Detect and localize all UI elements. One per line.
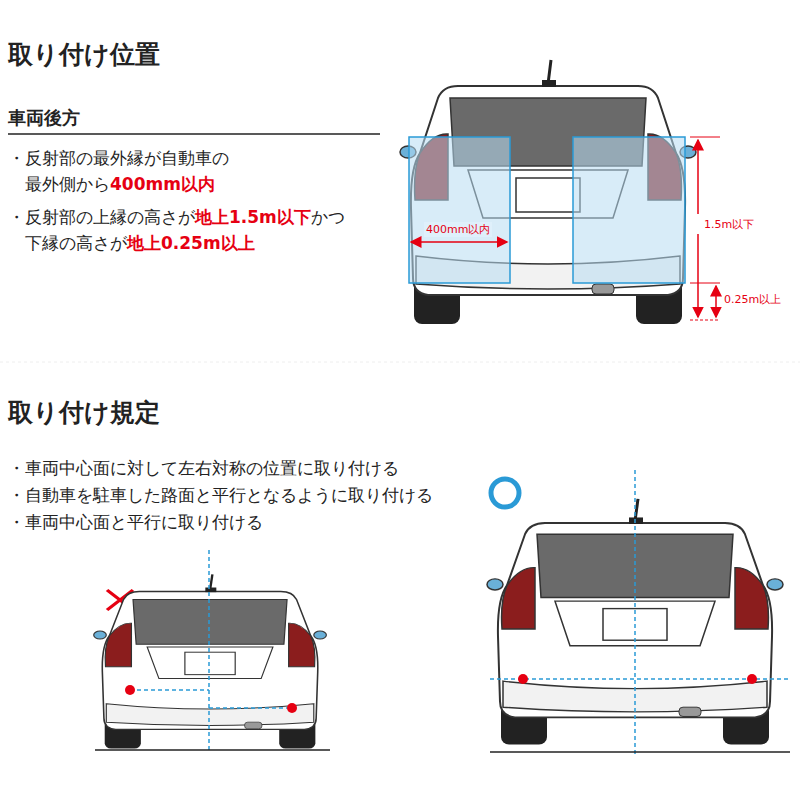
dimension-label: 1.5m以下 — [702, 217, 756, 232]
bullet-text: ・反射部の最外縁が自動車の — [8, 148, 229, 168]
bullet-line: ・反射部の上縁の高さが地上1.5m以下かつ — [8, 205, 345, 229]
bullet-line: ・反射部の最外縁が自動車の — [8, 146, 229, 170]
bullet-line: 下縁の高さが地上0.25m以上 — [25, 231, 255, 255]
bullet-text: ・反射部の上縁の高さが — [8, 207, 195, 227]
bullet-line: 最外側から400mm以内 — [25, 172, 215, 196]
bullet-text: 最外側から — [25, 174, 110, 194]
dimension-label: 0.25m以上 — [722, 292, 783, 307]
dimension-label: 400mm以内 — [424, 222, 492, 237]
highlight-text: 地上1.5m以下 — [195, 207, 311, 227]
section-heading: 取り付け規定 — [8, 396, 160, 429]
title: 取り付け位置 — [8, 38, 160, 71]
bullet-text: ・自動車を駐車した路面と平行となるように取り付ける — [8, 483, 433, 507]
bullet-text: ・車両中心面に対して左右対称の位置に取り付ける — [8, 456, 399, 480]
bullet-text: かつ — [311, 207, 345, 227]
subheading: 車両後方 — [8, 106, 80, 130]
bullet-text: ・車両中心面と平行に取り付ける — [8, 510, 263, 534]
highlight-text: 地上0.25m以上 — [127, 233, 255, 253]
bullet-text: 下縁の高さが — [25, 233, 127, 253]
highlight-text: 400mm以内 — [110, 174, 215, 194]
